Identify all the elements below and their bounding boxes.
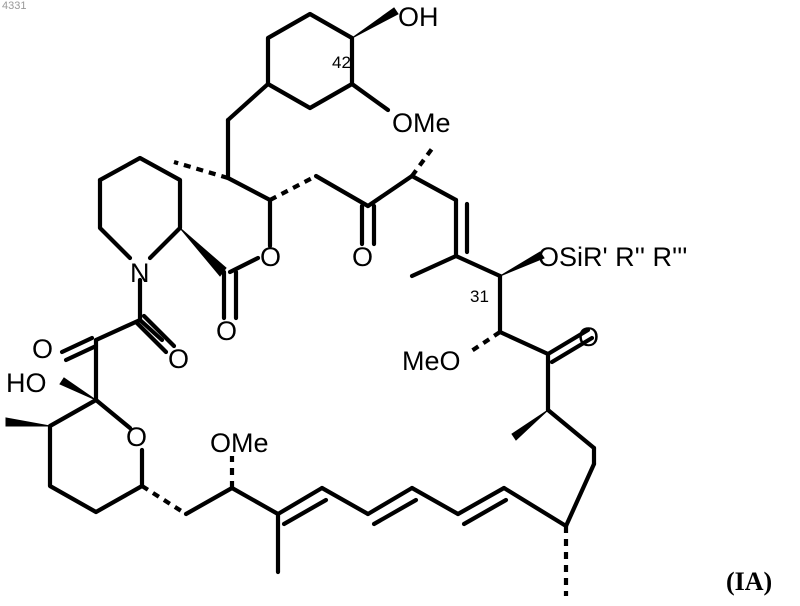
lower-triene-chain <box>186 456 566 572</box>
corner-id: 4331 <box>2 0 26 12</box>
ome-cyclohexyl-label: OMe <box>392 108 451 138</box>
right-chain <box>470 330 594 596</box>
nitrogen-label: N <box>130 258 150 288</box>
o-ketone-upper-label: O <box>352 242 373 272</box>
o-pyran-label: O <box>126 422 147 452</box>
o-amide-label: O <box>168 344 189 374</box>
pyran-ring <box>6 378 186 514</box>
meo-right-label: MeO <box>402 346 461 376</box>
oh-top-label: OH <box>398 2 439 32</box>
o-ester-ring-label: O <box>260 242 281 272</box>
ome-lower-label: OMe <box>210 428 269 458</box>
locant-42: 42 <box>332 53 351 72</box>
o-ester-carbonyl-label: O <box>216 316 237 346</box>
silyl-ether-label: OSiR' R'' R''' <box>538 242 687 272</box>
ho-hemiketal-label: HO <box>6 368 47 398</box>
locant-31: 31 <box>470 287 489 306</box>
o-ketone-alpha-label: O <box>32 334 53 364</box>
upper-chain <box>174 146 500 276</box>
o-ketone-right-label: O <box>578 322 599 352</box>
compound-label: (IA) <box>726 567 772 596</box>
cyclohexyl-ring <box>228 8 398 178</box>
